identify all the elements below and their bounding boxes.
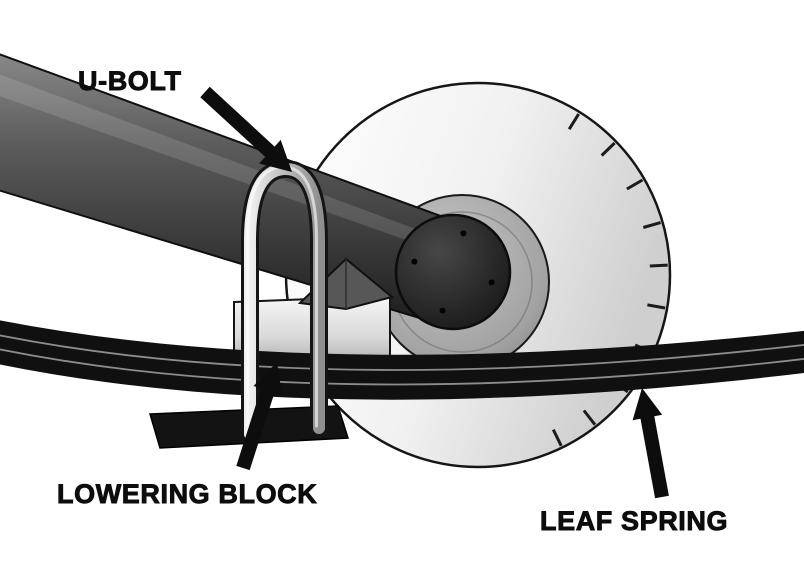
axle-tube — [0, 53, 512, 331]
callout-arrows — [200, 86, 669, 499]
label-leaf-spring: LEAF SPRING — [540, 506, 728, 536]
axle-end-cap — [394, 213, 512, 331]
arrow-to-u-bolt — [200, 86, 292, 172]
axle-end-rivets — [411, 230, 495, 314]
label-lowering-block: LOWERING BLOCK — [57, 479, 317, 509]
arrow-to-leaf-spring — [632, 388, 669, 499]
arrow-to-lowering-block — [236, 362, 283, 471]
label-u-bolt: U-BOLT — [78, 66, 182, 96]
leaf-spring — [0, 320, 804, 400]
